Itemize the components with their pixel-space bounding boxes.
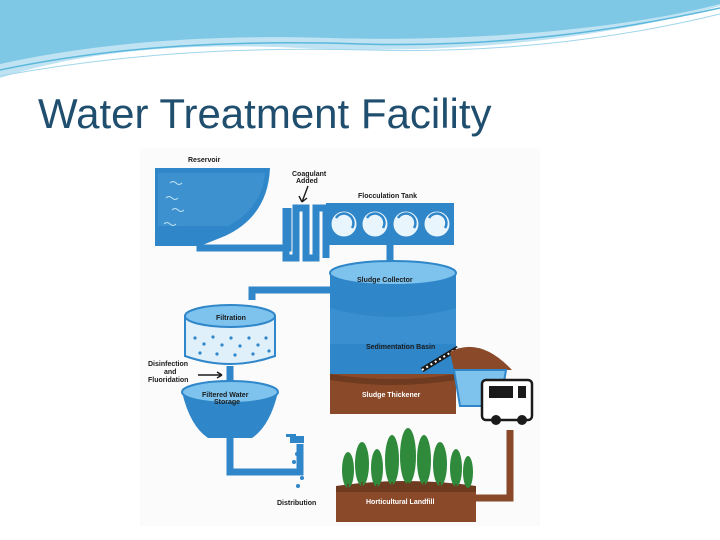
filtered-water-label-line2: Storage	[214, 399, 240, 406]
disinfection-arrow	[198, 371, 223, 379]
sludge-conveyor	[420, 345, 512, 373]
sludge-truck-icon	[452, 369, 534, 425]
distribution-faucet-icon	[286, 434, 304, 488]
disinfection-label-line3: Fluoridation	[148, 377, 188, 384]
disinfection-label-line2: and	[164, 369, 176, 376]
water-treatment-diagram: Reservoir Coagulant Added Flocculation T…	[140, 148, 540, 526]
sludge-thickener-label: Sludge Thickener	[362, 392, 421, 399]
flocculation-tank-label: Flocculation Tank	[358, 193, 417, 200]
sludge-collector-label: Sludge Collector	[357, 277, 413, 284]
coagulant-label-line2: Added	[296, 178, 318, 185]
sludge-thickener	[330, 374, 456, 414]
distribution-label: Distribution	[277, 500, 316, 507]
coagulant-label-line1: Coagulant	[292, 171, 327, 178]
sedimentation-basin-label: Sedimentation Basin	[366, 344, 435, 351]
coagulant-mixing-channel	[282, 204, 330, 262]
coagulant-arrow	[298, 185, 309, 203]
reservoir-basin	[155, 168, 270, 246]
sedimentation-basin	[329, 260, 457, 380]
slide-title: Water Treatment Facility	[38, 90, 492, 137]
filtration-tank	[184, 304, 276, 365]
filtration-label: Filtration	[216, 315, 246, 322]
disinfection-label-line1: Disinfection	[148, 361, 188, 368]
filtered-water-label-line1: Filtered Water	[202, 392, 249, 399]
reservoir-label: Reservoir	[188, 157, 221, 164]
decorative-wave-banner	[0, 0, 720, 78]
horticultural-landfill-label: Horticultural Landfill	[366, 499, 435, 506]
filtered-water-storage-tank	[181, 380, 279, 438]
flocculation-tank	[326, 203, 454, 245]
tree-row-icon	[342, 428, 473, 488]
